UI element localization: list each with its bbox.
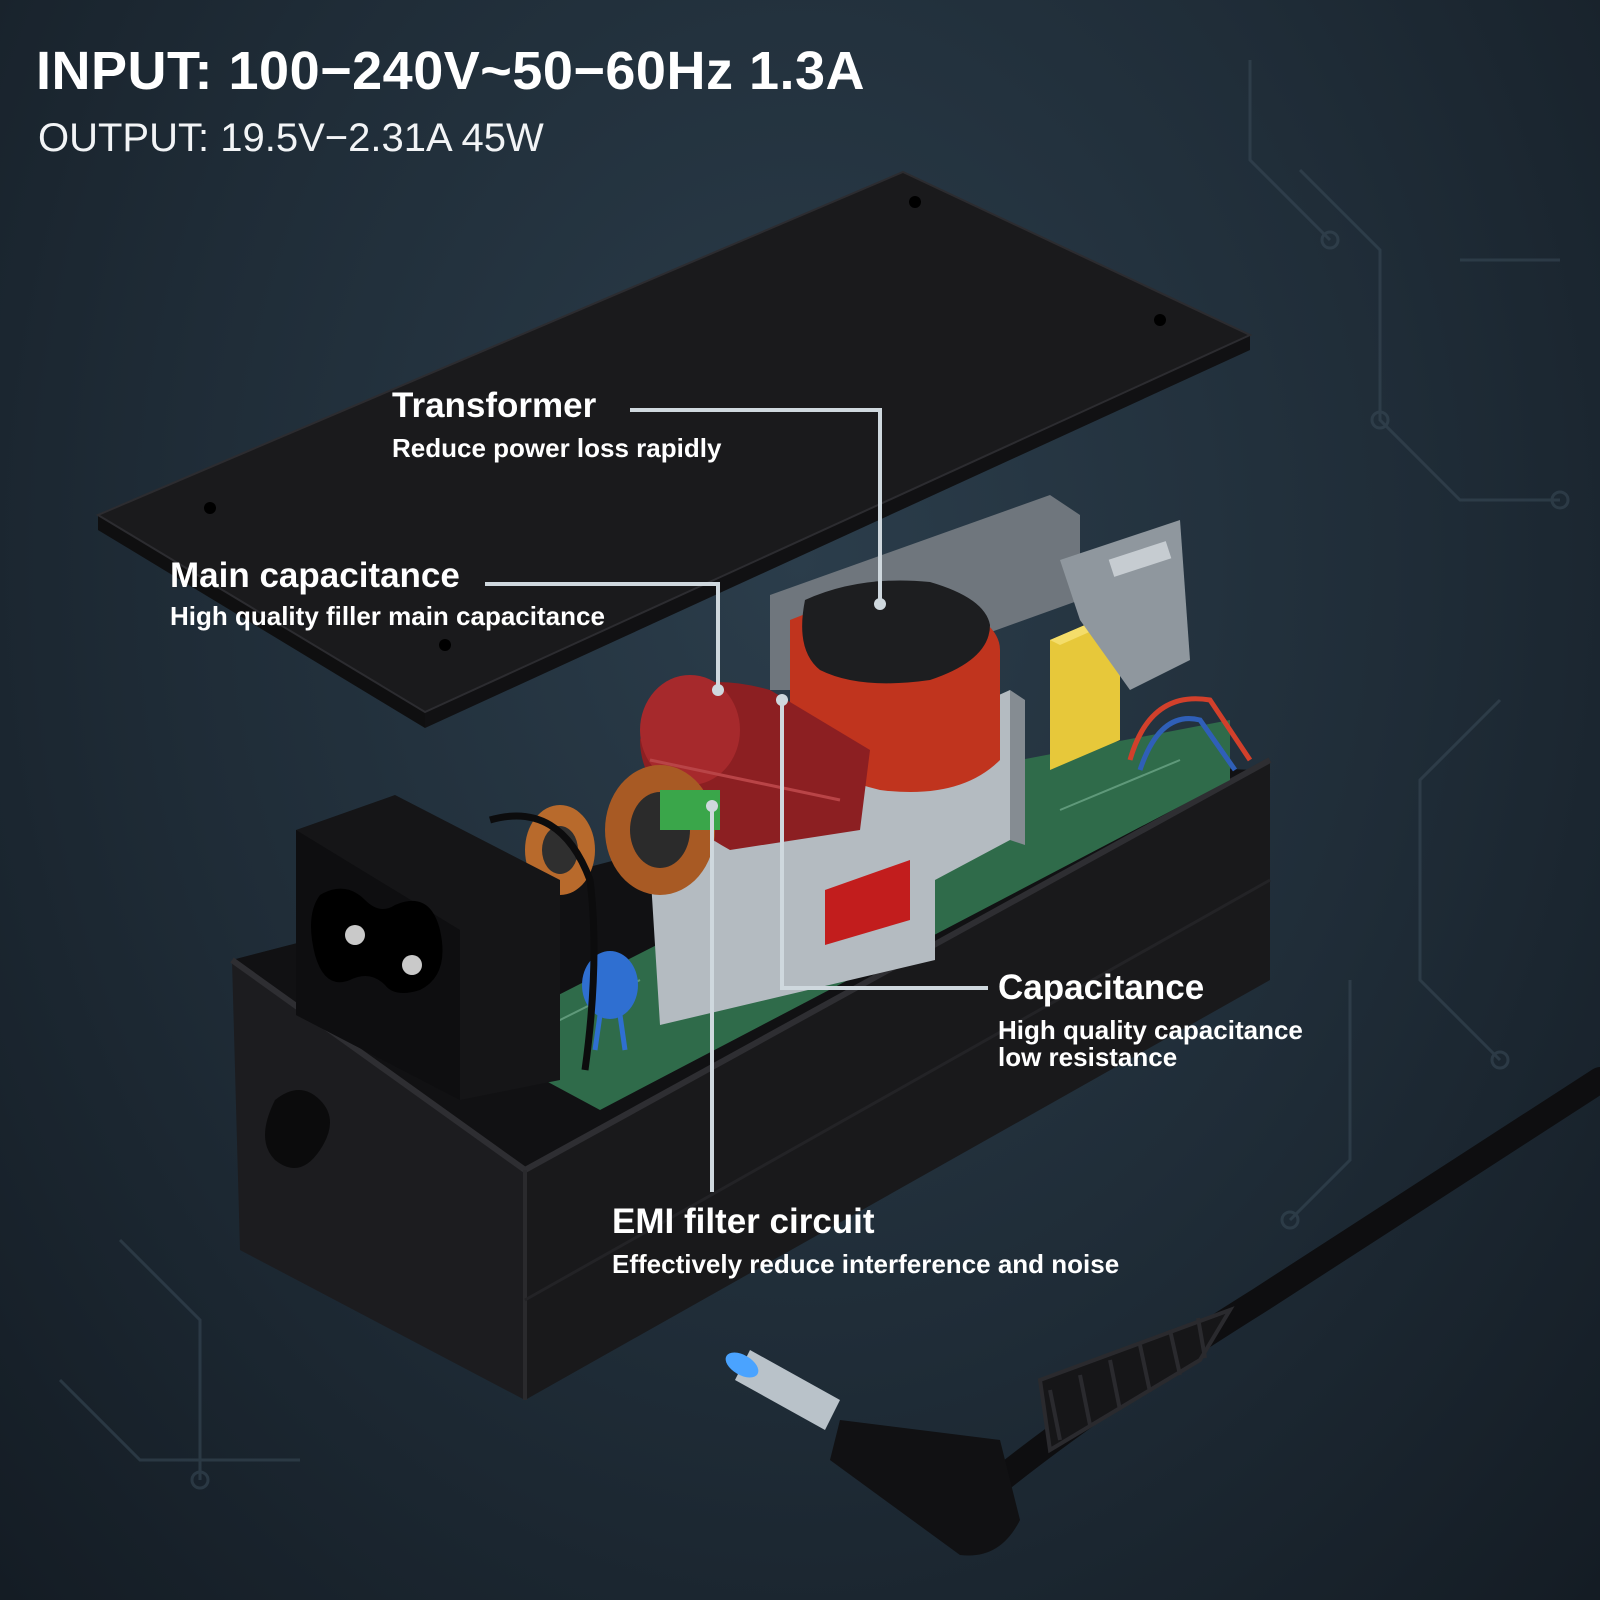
dc-plug-barrel	[735, 1350, 840, 1430]
callout-main-capacitance: Main capacitance High quality filler mai…	[170, 556, 605, 631]
callout-title: EMI filter circuit	[612, 1202, 875, 1241]
callout-description-line-2: low resistance	[998, 1041, 1178, 1072]
circuit-trace-background	[58, 60, 1570, 1490]
callout-description: High quality filler main capacitance	[170, 601, 605, 632]
strain-relief	[1037, 1306, 1235, 1454]
internal-wires	[489, 696, 1253, 1071]
dc-cable	[725, 1067, 1600, 1556]
rear-socket-icon	[265, 1090, 330, 1168]
callout-transformer: Transformer Reduce power loss rapidly	[392, 386, 721, 463]
callout-description-line-1: High quality capacitance	[998, 1015, 1303, 1046]
callout-description: Reduce power loss rapidly	[392, 433, 722, 464]
dc-plug-body	[830, 1420, 1020, 1556]
callout-description: Effectively reduce interference and nois…	[612, 1249, 1120, 1280]
ac-inlet-icon	[296, 795, 560, 1100]
dc-plug-tip	[725, 1352, 759, 1378]
transformer-leader-line	[630, 408, 882, 602]
input-spec: INPUT: 100−240V~50−60Hz 1.3A	[36, 41, 866, 101]
callout-emi-filter: EMI filter circuit Effectively reduce in…	[612, 1202, 1119, 1279]
callout-title: Transformer	[392, 386, 597, 425]
output-spec: OUTPUT: 19.5V−2.31A 45W	[38, 116, 544, 160]
callout-capacitance: Capacitance High quality capacitance low…	[998, 968, 1303, 1070]
main-capacitance-leader-line	[485, 582, 720, 688]
callout-title: Main capacitance	[170, 556, 460, 595]
leader-lines	[485, 408, 988, 1192]
output-connector-icon	[1060, 520, 1190, 690]
adapter-lid	[95, 170, 1253, 728]
callout-title: Capacitance	[998, 968, 1205, 1007]
capacitance-leader-line	[780, 700, 988, 990]
